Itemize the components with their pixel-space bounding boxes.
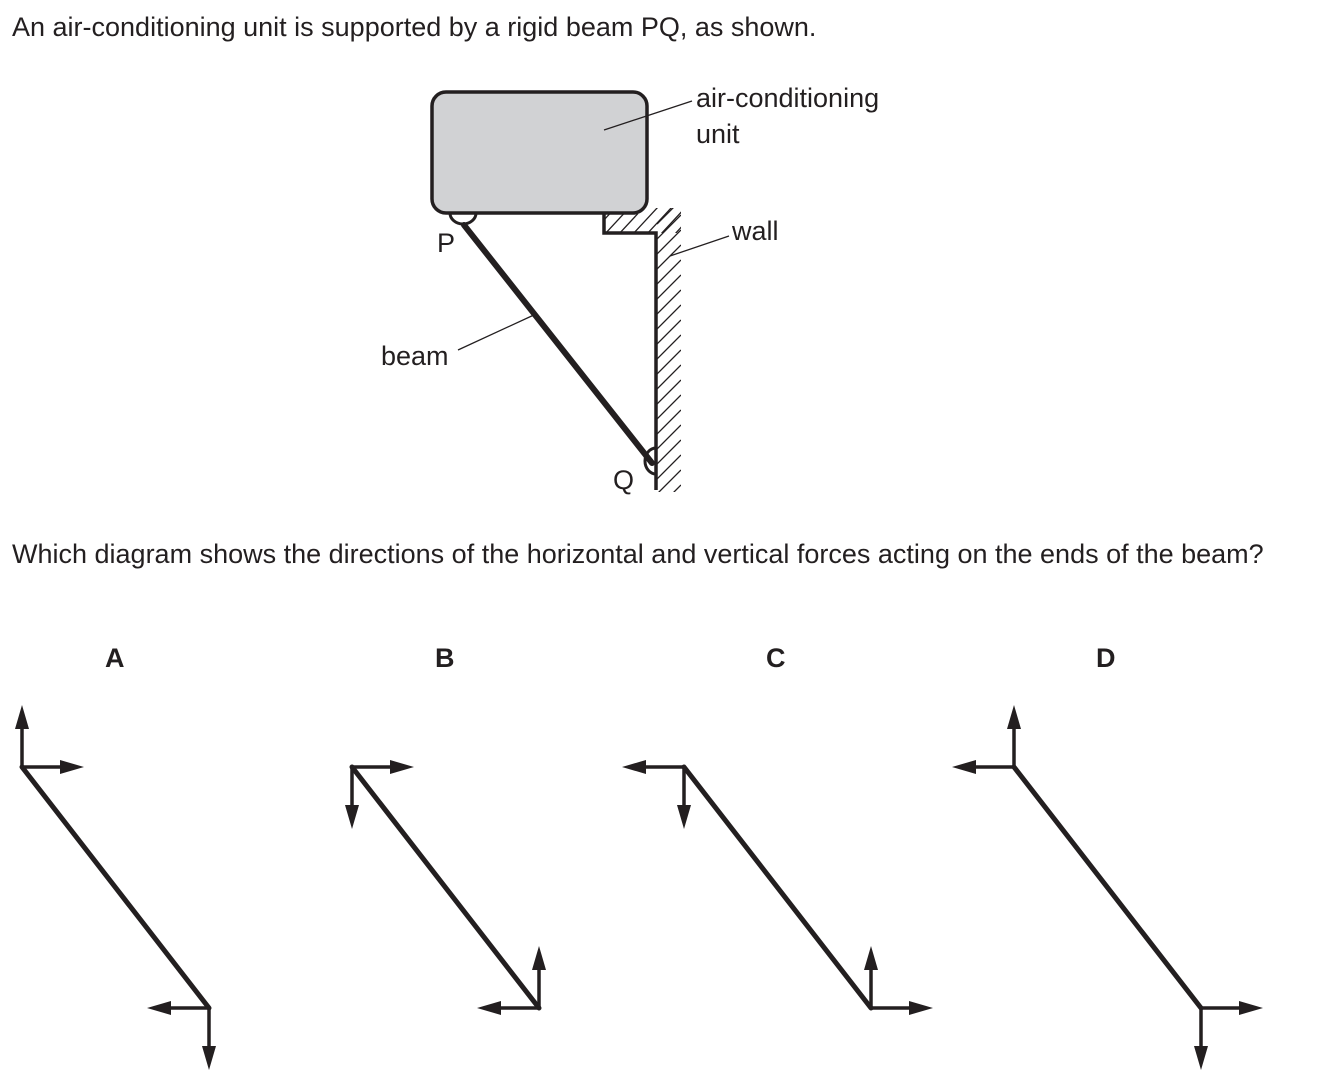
wall-line	[602, 213, 658, 490]
option-c-beam	[681, 764, 874, 1011]
label-end-p: P	[437, 228, 456, 258]
option-b-top-vertical-arrow-head	[345, 805, 359, 829]
hatch-line	[688, 207, 714, 235]
label-beam: beam	[381, 341, 449, 371]
option-c-letter: C	[766, 643, 786, 673]
option-b-beam	[349, 764, 542, 1011]
option-c-bottom-horizontal-arrow-head	[909, 1001, 933, 1015]
hatch-line	[659, 208, 681, 233]
air-conditioning-unit	[430, 90, 649, 215]
hatch-line	[657, 409, 681, 435]
option-a-top-vertical-arrow-head	[15, 705, 29, 729]
option-c-bottom-vertical-arrow-head	[864, 946, 878, 970]
hatch-line	[657, 515, 681, 539]
hatch-line	[657, 439, 681, 465]
option-b-bottom-horizontal-arrow-head	[477, 1001, 501, 1015]
option-a-bottom-vertical-arrow-head	[202, 1046, 216, 1070]
label-end-q: Q	[613, 465, 635, 495]
option-a-top-horizontal-arrow-head	[60, 760, 84, 774]
option-b-bottom-vertical-arrow-head	[532, 946, 546, 970]
wall-hatching	[657, 208, 681, 539]
label-wall: wall	[732, 216, 779, 246]
hatch-line	[657, 214, 681, 240]
leader-beam	[457, 313, 537, 351]
leader-wall	[669, 235, 730, 257]
hatch-line	[645, 208, 673, 233]
option-d-top-horizontal-arrow-head	[952, 760, 976, 774]
option-b-letter: B	[435, 643, 455, 673]
hatch-line	[631, 208, 659, 233]
option-b-top-horizontal-arrow-head	[390, 760, 414, 774]
hatch-line	[673, 484, 681, 492]
hatch-line	[657, 259, 681, 285]
option-a-beam	[19, 764, 212, 1011]
label-unit-line2: unit	[696, 119, 740, 149]
hatch-line	[657, 349, 681, 375]
option-c-top-vertical-arrow-head	[677, 805, 691, 829]
option-d-bottom-horizontal-arrow-head	[1239, 1001, 1263, 1015]
hatch-line	[657, 424, 681, 450]
hatch-line	[657, 334, 681, 360]
option-d-beam	[1011, 764, 1204, 1011]
label-unit-line1: air-conditioning	[696, 83, 880, 113]
options-group	[15, 705, 1263, 1070]
question-prompt: Which diagram shows the directions of th…	[12, 539, 1264, 569]
hinge-q	[643, 446, 657, 476]
hatch-line	[657, 500, 681, 524]
option-a-bottom-horizontal-arrow-head	[147, 1001, 171, 1015]
hatch-line	[657, 208, 674, 225]
leader-unit	[603, 100, 693, 131]
beam-pq	[461, 222, 655, 466]
option-a-letter: A	[105, 643, 125, 673]
hatch-line	[658, 469, 681, 492]
hatch-line	[657, 319, 681, 345]
option-d-top-vertical-arrow-head	[1007, 705, 1021, 729]
hatch-line	[673, 208, 681, 233]
hatch-line	[657, 274, 681, 300]
question-stem: An air-conditioning unit is supported by…	[12, 12, 817, 42]
hatch-line	[657, 454, 681, 480]
hatch-line	[657, 394, 681, 420]
option-d-letter: D	[1096, 643, 1116, 673]
hatch-line	[657, 289, 681, 315]
hatch-line	[657, 364, 681, 390]
hatch-line	[657, 229, 681, 255]
option-c-top-horizontal-arrow-head	[622, 760, 646, 774]
hatch-line	[657, 304, 681, 330]
option-d-bottom-vertical-arrow-head	[1194, 1046, 1208, 1070]
hatch-line	[657, 244, 681, 270]
hatch-line	[657, 379, 681, 405]
